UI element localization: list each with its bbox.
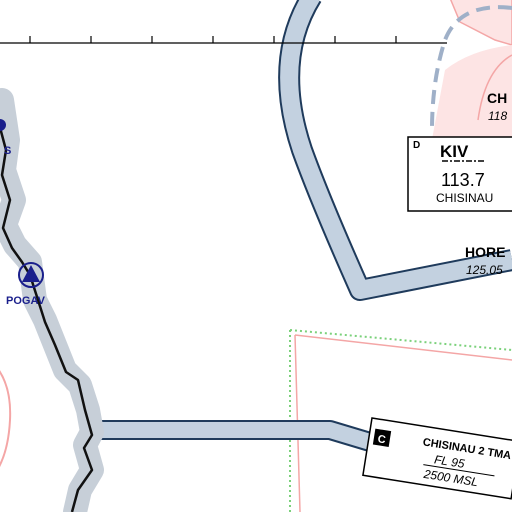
tma-class-badge: [372, 428, 392, 447]
pogav-waypoint-ring-icon[interactable]: [18, 262, 44, 288]
tma-limit-divider: [423, 464, 495, 477]
scale-ticks: [29, 36, 397, 43]
pogav-label: POGAV: [6, 295, 46, 307]
tma-class-letter: C: [377, 433, 387, 446]
country-border-line: [0, 122, 94, 512]
dashed-ring: [430, 5, 512, 131]
restricted-area-left: [0, 370, 12, 467]
restricted-area-chi: [430, 45, 512, 150]
vor-name: CHISINAU: [436, 191, 493, 205]
vor-ident: KIV: [440, 142, 469, 161]
tma-upper-limit: FL 95: [433, 452, 466, 471]
waypoint-partial-label: S: [4, 145, 11, 157]
vor-info-box[interactable]: [407, 136, 512, 212]
chi-airspace-freq: 118: [488, 109, 507, 123]
pogav-waypoint-triangle-icon[interactable]: [22, 265, 40, 282]
tma-label-box[interactable]: [362, 417, 512, 500]
vor-corner-letter: D: [413, 140, 420, 151]
tma-label-group[interactable]: C CHISINAU 2 TMA FL 95 2500 MSL: [362, 417, 512, 500]
hore-airspace-name: HORE: [465, 244, 505, 260]
waypoint-partial-icon[interactable]: [0, 119, 6, 131]
vor-frequency: 113.7: [441, 170, 485, 190]
ctr-boundary-band-fill: [280, 0, 512, 299]
restricted-area-chi-border: [477, 54, 512, 121]
hore-airspace-freq: 125.05: [466, 263, 503, 277]
chi-airspace-name: CH: [487, 90, 507, 106]
